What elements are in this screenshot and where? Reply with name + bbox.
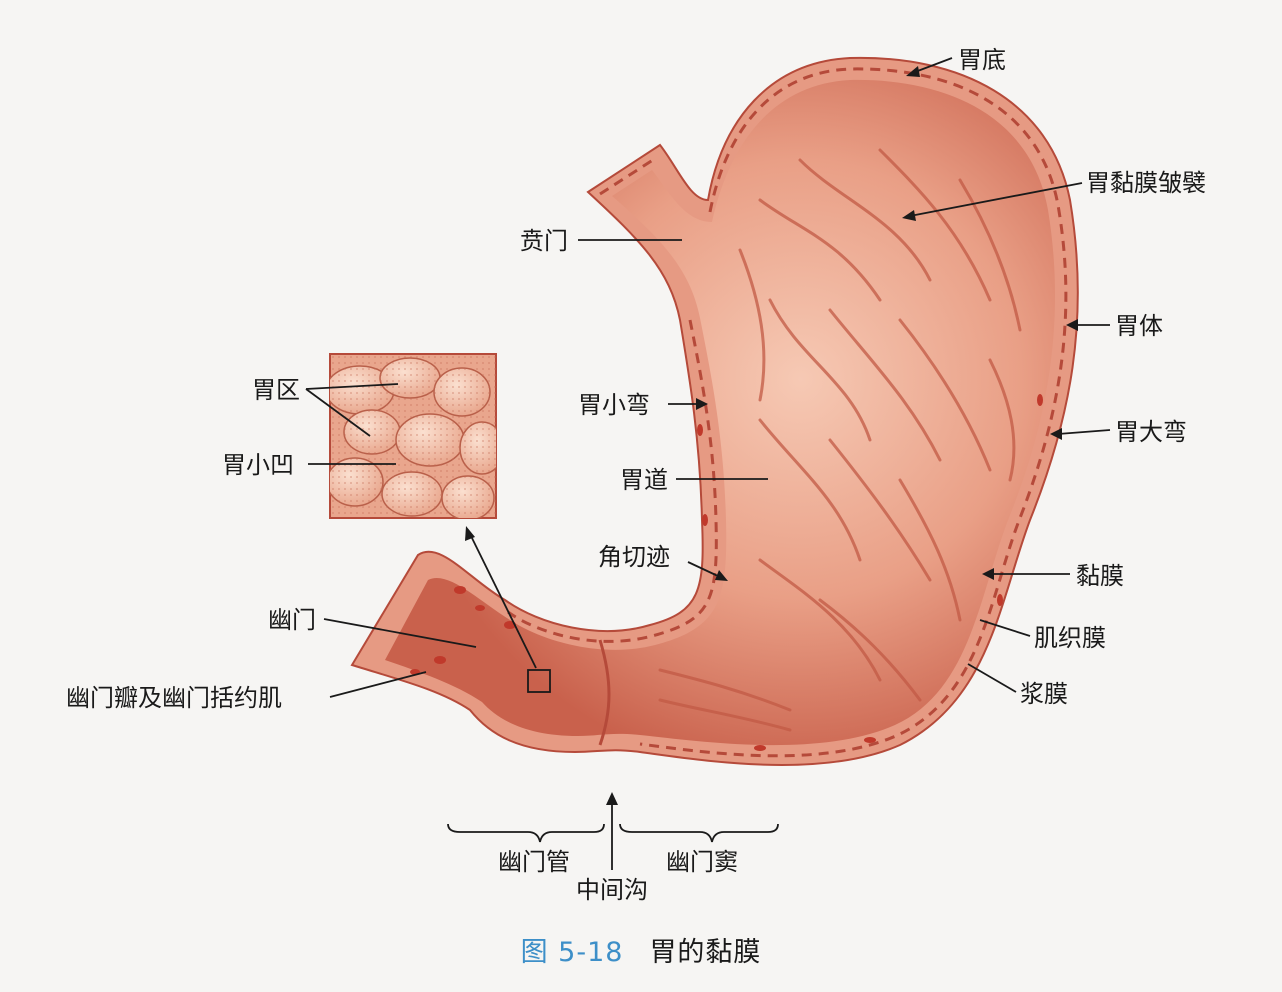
stomach-mucosa (385, 79, 1056, 746)
label-gastric-canal: 胃道 (620, 466, 668, 494)
label-pylorus: 幽门 (268, 606, 316, 634)
figure-caption: 图 5-18 胃的黏膜 (0, 930, 1282, 969)
pyloric-antrum-brace (619, 823, 779, 843)
label-gastric-areas: 胃区 (252, 376, 300, 404)
leader-lines (305, 57, 1111, 870)
mucosa-inset (329, 353, 497, 519)
label-angular-incisure: 角切迹 (598, 543, 670, 571)
label-serosa: 浆膜 (1020, 680, 1068, 708)
label-pyloric-canal: 幽门管 (498, 848, 570, 876)
gastric-rugae (658, 148, 1022, 732)
label-mucosa: 黏膜 (1076, 562, 1124, 590)
pyloric-canal-brace (447, 823, 605, 843)
label-cardia: 贲门 (520, 227, 568, 255)
figure-number: 图 5-18 (520, 937, 624, 968)
stomach-illustration (350, 56, 1079, 766)
label-muscularis: 肌织膜 (1034, 624, 1106, 652)
serosa-line (599, 67, 1068, 758)
inset-source-square (527, 669, 551, 693)
label-rugae: 胃黏膜皱襞 (1086, 169, 1206, 197)
figure-title: 胃的黏膜 (649, 937, 762, 968)
label-lesser-curvature: 胃小弯 (578, 391, 650, 419)
label-greater-curvature: 胃大弯 (1115, 418, 1187, 446)
label-pyloric-antrum: 幽门窦 (666, 848, 738, 876)
diagram-labels: 胃底 胃黏膜皱襞 贲门 胃体 胃小弯 胃大弯 胃区 胃小凹 胃道 角切迹 黏膜 … (66, 46, 1206, 904)
label-body: 胃体 (1115, 312, 1163, 340)
label-gastric-pits: 胃小凹 (222, 451, 294, 479)
label-intermediate-sulcus: 中间沟 (576, 876, 648, 904)
label-pyloric-valve: 幽门瓣及幽门括约肌 (66, 684, 282, 712)
label-fundus: 胃底 (958, 46, 1006, 74)
